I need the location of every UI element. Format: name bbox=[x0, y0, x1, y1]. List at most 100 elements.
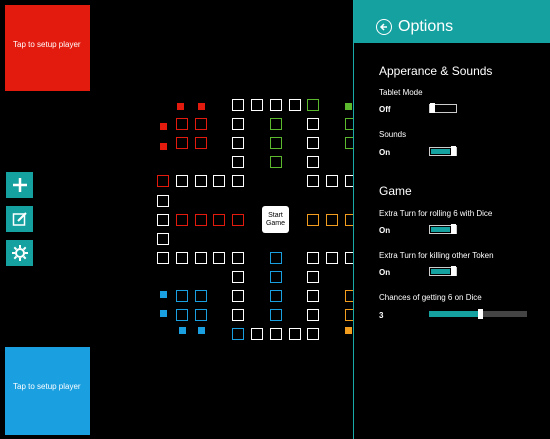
board-cell bbox=[288, 328, 301, 341]
board-cell bbox=[326, 251, 339, 264]
extra-turn-kill-label: Extra Turn for killing other Token bbox=[379, 251, 494, 260]
board-cell bbox=[175, 290, 188, 302]
board-cell bbox=[194, 213, 207, 226]
board-cell bbox=[307, 328, 320, 341]
chance-six-label: Chances of getting 6 on Dice bbox=[379, 293, 482, 302]
token-dot bbox=[177, 103, 184, 110]
board-cell bbox=[232, 156, 245, 169]
edit-button[interactable] bbox=[6, 206, 33, 232]
board-cell bbox=[232, 309, 245, 322]
bottom-player-setup-label: Tap to setup player bbox=[13, 382, 81, 391]
board-cell bbox=[232, 175, 245, 188]
toggle-fill bbox=[431, 149, 450, 154]
start-label: Start bbox=[268, 211, 283, 219]
board-cell bbox=[232, 118, 245, 131]
board-cell bbox=[232, 137, 245, 150]
settings-button[interactable] bbox=[6, 240, 33, 266]
top-player-setup-tile[interactable]: Tap to setup player bbox=[5, 5, 90, 91]
sounds-toggle[interactable] bbox=[429, 146, 457, 156]
extra-turn-six-label: Extra Turn for rolling 6 with Dice bbox=[379, 209, 493, 218]
board-cell bbox=[307, 213, 320, 226]
back-arrow-icon bbox=[379, 23, 387, 31]
board-cell bbox=[307, 251, 320, 264]
board-cell bbox=[194, 118, 207, 131]
game-label: Game bbox=[265, 219, 286, 227]
board-cell bbox=[269, 99, 282, 111]
board-cell bbox=[307, 137, 320, 150]
edit-icon bbox=[12, 212, 27, 226]
back-button[interactable] bbox=[376, 19, 392, 35]
tablet-mode-value: Off bbox=[379, 105, 391, 114]
board-cell bbox=[175, 251, 188, 264]
board-cell bbox=[269, 118, 282, 131]
board-cell bbox=[157, 232, 169, 245]
toggle-thumb[interactable] bbox=[451, 224, 456, 234]
extra-turn-kill-value: On bbox=[379, 268, 391, 277]
appearance-heading: Apperance & Sounds bbox=[379, 64, 493, 78]
board-cell bbox=[232, 270, 245, 283]
board-cell bbox=[157, 194, 169, 207]
sounds-value: On bbox=[379, 148, 391, 157]
board-cell bbox=[307, 270, 320, 283]
board-cell bbox=[269, 137, 282, 150]
board-cell bbox=[269, 270, 282, 283]
add-button[interactable] bbox=[6, 172, 33, 198]
token-dot bbox=[179, 327, 186, 334]
board-cell bbox=[194, 251, 207, 264]
extra-turn-six-toggle[interactable] bbox=[429, 224, 457, 234]
toggle-thumb[interactable] bbox=[430, 103, 435, 113]
board-cell bbox=[269, 251, 282, 264]
board-cell bbox=[213, 175, 226, 188]
board-cell bbox=[232, 99, 245, 111]
toggle-fill bbox=[431, 269, 450, 274]
token-dot bbox=[160, 123, 167, 130]
chance-six-slider-thumb[interactable] bbox=[478, 309, 483, 319]
options-header: Options bbox=[354, 0, 550, 43]
board-cell bbox=[326, 213, 339, 226]
token-dot bbox=[198, 103, 205, 110]
board-cell bbox=[269, 328, 282, 341]
board-cell bbox=[269, 290, 282, 302]
board-cell bbox=[232, 328, 245, 341]
board-cell bbox=[194, 290, 207, 302]
start-game-button[interactable]: Start Game bbox=[262, 206, 289, 233]
board-cell bbox=[194, 175, 207, 188]
board-cell bbox=[307, 309, 320, 322]
board-cell bbox=[175, 118, 188, 131]
toggle-thumb[interactable] bbox=[451, 266, 456, 276]
toggle-thumb[interactable] bbox=[451, 146, 456, 156]
board-cell bbox=[307, 175, 320, 188]
top-player-setup-label: Tap to setup player bbox=[13, 40, 81, 49]
board-cell bbox=[326, 175, 339, 188]
board-cell bbox=[175, 213, 188, 226]
bottom-player-setup-tile[interactable]: Tap to setup player bbox=[5, 347, 90, 435]
chance-six-slider[interactable] bbox=[429, 309, 527, 319]
chance-six-slider-fill bbox=[429, 311, 478, 317]
board-cell bbox=[307, 290, 320, 302]
board-cell bbox=[232, 290, 245, 302]
board-cell bbox=[213, 213, 226, 226]
board-cell bbox=[194, 309, 207, 322]
extra-turn-six-value: On bbox=[379, 226, 391, 235]
board-cell bbox=[269, 156, 282, 169]
board-cell bbox=[288, 99, 301, 111]
extra-turn-kill-toggle[interactable] bbox=[429, 266, 457, 276]
options-panel: Options Apperance & Sounds Tablet Mode O… bbox=[353, 0, 550, 439]
board-cell bbox=[232, 251, 245, 264]
board-cell bbox=[269, 309, 282, 322]
board-cell bbox=[175, 175, 188, 188]
token-dot bbox=[160, 310, 167, 317]
token-dot bbox=[198, 327, 205, 334]
tablet-mode-toggle[interactable] bbox=[429, 103, 457, 113]
board-cell bbox=[232, 213, 245, 226]
token-dot bbox=[345, 327, 352, 334]
board-cell bbox=[307, 99, 320, 111]
toggle-fill bbox=[431, 227, 450, 232]
board-cell bbox=[175, 309, 188, 322]
token-dot bbox=[160, 291, 167, 298]
token-dot bbox=[160, 143, 167, 150]
plus-icon bbox=[12, 178, 27, 192]
game-heading: Game bbox=[379, 184, 412, 198]
board-cell bbox=[251, 99, 263, 111]
board-cell bbox=[175, 137, 188, 150]
